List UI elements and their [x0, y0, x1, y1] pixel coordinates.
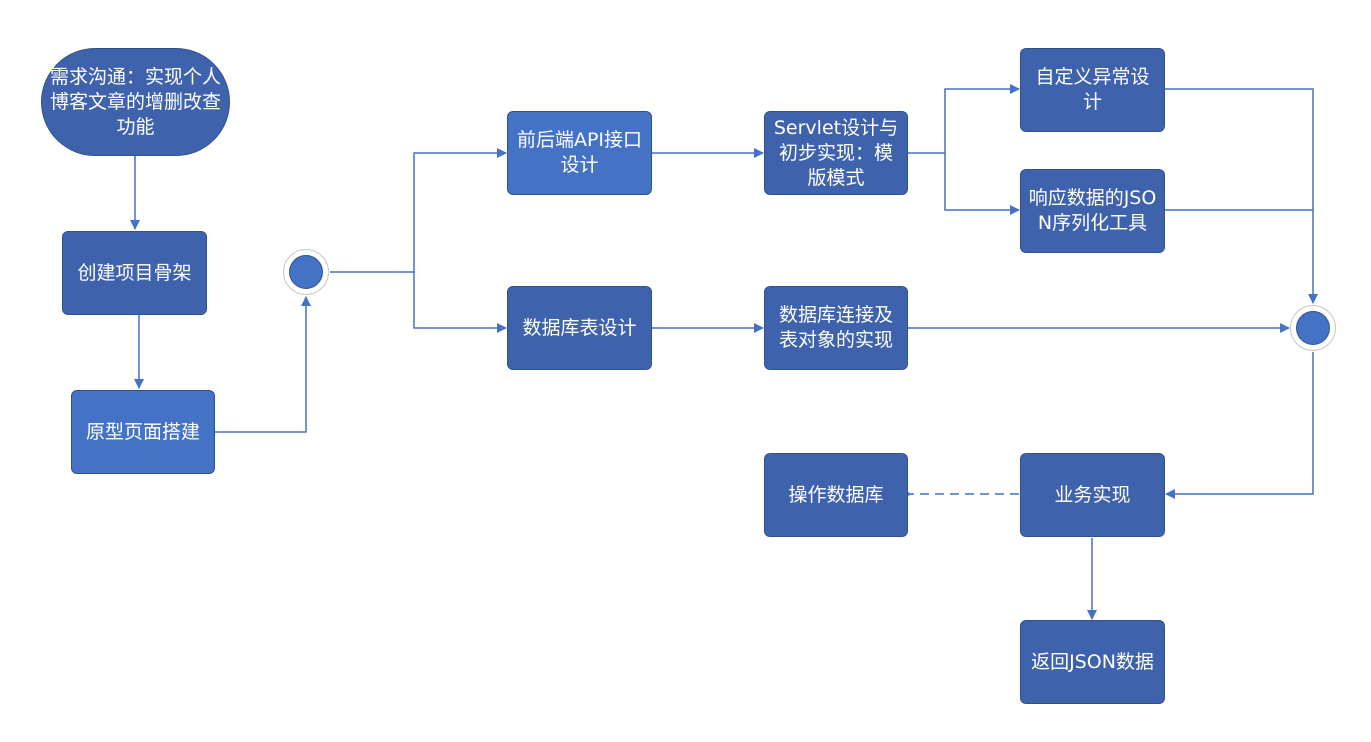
node-business: 业务实现 — [1020, 453, 1165, 537]
node-requirement-label: 需求沟通：实现个人博客文章的增删改查功能 — [49, 65, 221, 138]
node-json-tool: 响应数据的JSON序列化工具 — [1020, 169, 1165, 253]
edge-prototype-to-junction — [215, 296, 311, 433]
node-requirement: 需求沟通：实现个人博客文章的增删改查功能 — [41, 48, 230, 156]
node-operate-db: 操作数据库 — [764, 453, 908, 537]
node-json-tool-label: 响应数据的JSON序列化工具 — [1028, 187, 1157, 234]
junction-start-dot — [289, 255, 323, 289]
edge-junction-to-business — [1165, 352, 1314, 499]
node-servlet: Servlet设计与初步实现：模版模式 — [764, 111, 908, 195]
node-db-connect: 数据库连接及表对象的实现 — [764, 286, 908, 370]
junction-merge-dot — [1296, 311, 1330, 345]
edge-exception-to-junction — [1165, 88, 1318, 304]
node-api-design: 前后端API接口设计 — [507, 111, 652, 195]
node-return-json: 返回JSON数据 — [1020, 620, 1165, 704]
node-create-skeleton-label: 创建项目骨架 — [77, 261, 192, 284]
junction-merge — [1290, 305, 1336, 351]
node-prototype-label: 原型页面搭建 — [85, 420, 200, 443]
node-custom-exception-label: 自定义异常设计 — [1035, 66, 1150, 113]
node-custom-exception: 自定义异常设计 — [1020, 48, 1165, 132]
node-db-connect-label: 数据库连接及表对象的实现 — [778, 304, 893, 351]
node-db-design-label: 数据库表设计 — [522, 316, 637, 339]
edge-split-to-api — [413, 148, 507, 272]
node-servlet-label: Servlet设计与初步实现：模版模式 — [773, 116, 899, 189]
edge-servlet-to-exception — [944, 84, 1020, 153]
node-business-label: 业务实现 — [1054, 483, 1131, 506]
edge-split-to-db — [413, 272, 507, 333]
junction-start — [283, 249, 329, 295]
node-api-design-label: 前后端API接口设计 — [516, 129, 643, 176]
edge-servlet-to-json — [944, 153, 1020, 215]
node-operate-db-label: 操作数据库 — [788, 483, 884, 506]
node-prototype: 原型页面搭建 — [71, 390, 215, 474]
node-create-skeleton: 创建项目骨架 — [62, 231, 207, 315]
node-return-json-label: 返回JSON数据 — [1031, 650, 1154, 673]
node-db-design: 数据库表设计 — [507, 286, 652, 370]
